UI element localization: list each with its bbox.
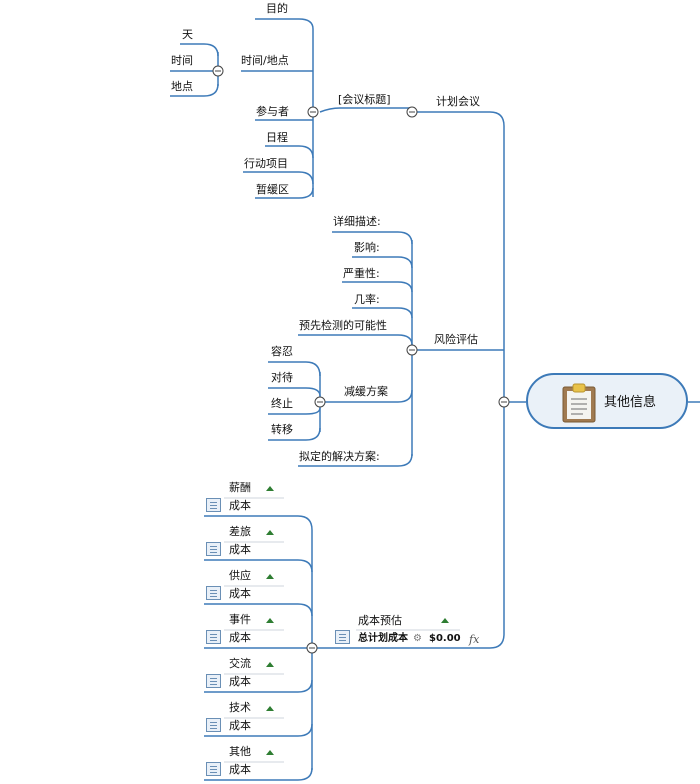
cost-item-label: 薪酬 (229, 481, 251, 494)
table-icon (206, 762, 221, 776)
cost-item-label: 事件 (229, 613, 251, 626)
topic-tolerate[interactable]: 容忍 (271, 345, 293, 358)
topic-day[interactable]: 天 (182, 28, 193, 41)
cost-item-label: 供应 (229, 569, 251, 582)
topic-early-detection[interactable]: 预先检测的可能性 (299, 319, 387, 332)
topic-impact[interactable]: 影响: (354, 241, 380, 254)
table-icon (335, 630, 350, 644)
priority-flag-icon (266, 530, 274, 535)
cost-item-label: 交流 (229, 657, 251, 670)
topic-attendees[interactable]: 参与者 (256, 105, 289, 118)
cost-item-cost-label: 成本 (229, 543, 251, 556)
priority-flag-icon (441, 618, 449, 623)
total-cost-label: 总计划成本 (358, 633, 408, 644)
gear-icon[interactable]: ⚙ (413, 633, 422, 644)
priority-flag-icon (266, 706, 274, 711)
table-icon (206, 630, 221, 644)
topic-treat[interactable]: 对待 (271, 371, 293, 384)
priority-flag-icon (266, 574, 274, 579)
topic-meeting-title[interactable]: [会议标题] (338, 93, 391, 106)
topic-proposed-solution[interactable]: 拟定的解决方案: (299, 450, 380, 463)
topic-agenda[interactable]: 日程 (266, 131, 288, 144)
topic-probability[interactable]: 几率: (354, 293, 380, 306)
topic-severity[interactable]: 严重性: (343, 267, 380, 280)
table-icon (206, 586, 221, 600)
topic-time[interactable]: 时间 (171, 54, 193, 67)
topic-cost-estimate[interactable]: 成本预估 (358, 614, 402, 627)
cost-item-cost-label: 成本 (229, 499, 251, 512)
topic-description[interactable]: 详细描述: (333, 215, 381, 228)
table-icon (206, 718, 221, 732)
priority-flag-icon (266, 662, 274, 667)
priority-flag-icon (266, 618, 274, 623)
main-trunk (489, 111, 505, 649)
topic-action-items[interactable]: 行动项目 (244, 157, 288, 170)
topic-risk[interactable]: 风险评估 (434, 333, 478, 346)
cost-item-cost-label: 成本 (229, 587, 251, 600)
formula-fx-icon[interactable]: fx (469, 633, 480, 646)
priority-flag-icon (266, 486, 274, 491)
clipboard-icon (562, 383, 596, 423)
topic-transfer[interactable]: 转移 (271, 423, 293, 436)
topic-place[interactable]: 地点 (171, 80, 193, 93)
cost-item-label: 其他 (229, 745, 251, 758)
cost-item-label: 技术 (229, 701, 251, 714)
table-icon (206, 498, 221, 512)
topic-terminate[interactable]: 终止 (271, 397, 293, 410)
total-cost-value: $0.00 (429, 633, 461, 644)
cost-item-cost-label: 成本 (229, 763, 251, 776)
table-icon (206, 674, 221, 688)
cost-item-cost-label: 成本 (229, 631, 251, 644)
topic-time-place[interactable]: 时间/地点 (241, 54, 289, 67)
topic-meeting[interactable]: 计划会议 (436, 95, 480, 108)
table-icon (206, 542, 221, 556)
cost-item-cost-label: 成本 (229, 675, 251, 688)
root-label: 其他信息 (604, 395, 657, 410)
priority-flag-icon (266, 750, 274, 755)
topic-purpose[interactable]: 目的 (266, 2, 288, 15)
topic-parking-lot[interactable]: 暂缓区 (256, 183, 289, 196)
root-topic[interactable]: 其他信息 (526, 373, 688, 429)
cost-item-label: 差旅 (229, 525, 251, 538)
topic-mitigation[interactable]: 减缓方案 (344, 385, 388, 398)
cost-item-cost-label: 成本 (229, 719, 251, 732)
